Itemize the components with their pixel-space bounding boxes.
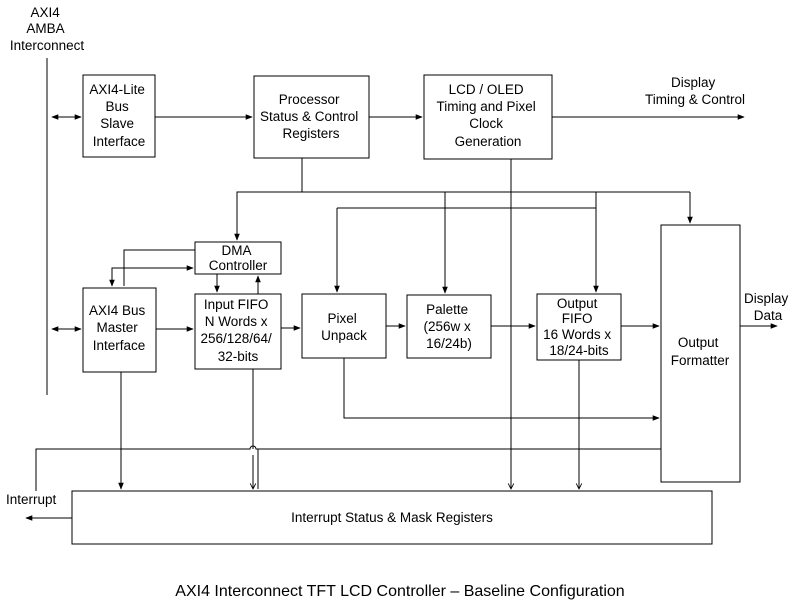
svg-text:Processor Status & Contr: Processor Status & Control Registers xyxy=(260,92,362,141)
palette-block: Palette (256w x 16/24b) xyxy=(406,294,492,359)
axi-label: AXI4 AMBA Interconnect xyxy=(10,5,85,53)
connection-lines xyxy=(25,114,778,521)
pixel-unpack-block: Pixel Unpack xyxy=(301,293,387,359)
svg-text:Output Formatter: Output Formatter xyxy=(671,335,730,368)
svg-text:Interrupt Status & Mask Regist: Interrupt Status & Mask Registers xyxy=(291,510,493,525)
display-timing-label: Display Timing & Control xyxy=(645,75,745,107)
svg-text:LCD / OLED Timing and Pi: LCD / OLED Timing and Pixel Clock Genera… xyxy=(436,82,539,149)
svg-text:Palette (256w x 16: Palette (256w x 16/24b) xyxy=(423,302,474,351)
input-fifo-block: Input FIFO N Words x 256/128/64/ 32-bits xyxy=(194,293,282,370)
output-fifo-block: Output FIFO 16 Words x 18/24-bits xyxy=(536,293,622,361)
svg-text:Output FIFO 16 Wor: Output FIFO 16 Words x 18/24-bits xyxy=(543,296,615,358)
svg-text:Input FIFO N Words x: Input FIFO N Words x 256/128/64/ 32-bits xyxy=(200,297,275,364)
display-data-label: Display Data xyxy=(744,291,792,323)
axi4-bus-master-block: AXI4 Bus Master Interface xyxy=(82,287,157,373)
interrupt-registers-block: Interrupt Status & Mask Registers xyxy=(71,490,713,545)
processor-registers-block: Processor Status & Control Registers xyxy=(253,75,370,159)
output-formatter-block: Output Formatter xyxy=(660,224,741,483)
diagram-caption: AXI4 Interconnect TFT LCD Controller – B… xyxy=(175,583,624,600)
svg-text:AXI4-Lite Bus Slav: AXI4-Lite Bus Slave Interface xyxy=(89,82,148,149)
svg-text:Pixel Unpack: Pixel Unpack xyxy=(321,311,367,343)
dma-controller-block: DMA Controller xyxy=(194,241,282,275)
svg-text:DMA Controller: DMA Controller xyxy=(209,243,268,273)
lcd-timing-block: LCD / OLED Timing and Pixel Clock Genera… xyxy=(423,74,553,160)
svg-text:AXI4 Bus Master In: AXI4 Bus Master Interface xyxy=(89,303,149,353)
interrupt-label: Interrupt xyxy=(6,492,57,507)
axi4-lite-slave-block: AXI4-Lite Bus Slave Interface xyxy=(82,74,156,158)
